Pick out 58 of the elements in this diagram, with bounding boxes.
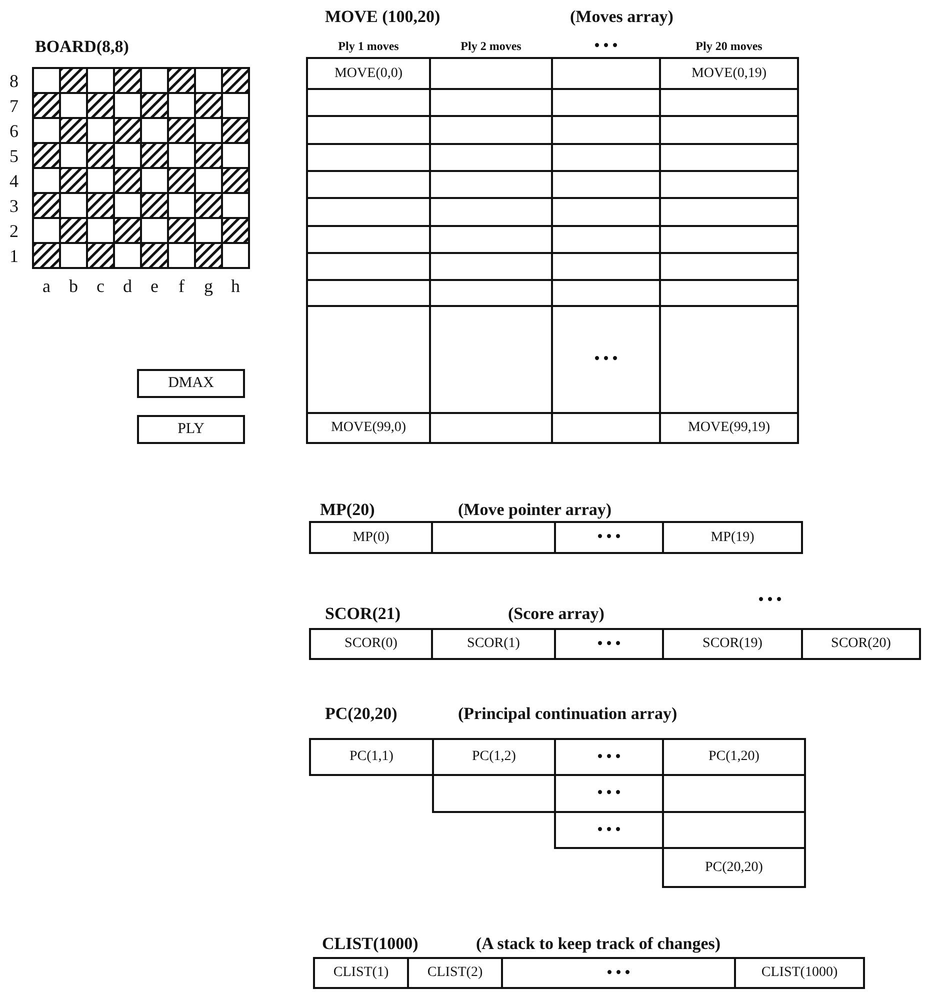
array-description: (Moves array) [570,8,674,24]
cell-text: CLIST(2) [427,966,483,980]
cell-text: PC(1,1) [350,750,394,764]
file-label: b [69,276,78,294]
file-label: c [96,276,104,294]
array-description: (Score array) [508,604,604,622]
cell-text: SCOR(19) [702,637,762,651]
rank-label: 2 [10,222,18,240]
array-title: CLIST(1000) [322,934,418,952]
file-label: f [178,276,184,294]
ellipsis: • • • [606,966,630,980]
cell-text: SCOR(1) [467,637,520,651]
variable-box: DMAX [137,369,245,398]
cell-text: MP(0) [352,530,390,544]
cell-text: SCOR(0) [344,637,398,651]
file-label: h [231,276,240,294]
file-label: d [123,276,132,294]
cell-text: CLIST(1) [333,966,389,980]
rank-label: 6 [10,122,18,140]
array-title: MOVE (100,20) [325,8,440,24]
array-description: (Principal continuation array) [458,704,678,722]
rank-label: 5 [10,146,18,164]
file-label: g [204,276,213,294]
cell-text: MOVE(0,0) [334,66,403,80]
cell-text: MOVE(0,19) [691,66,767,80]
ellipsis: • • • [597,822,621,838]
array-description: (Move pointer array) [458,500,612,518]
array-title: PC(20,20) [325,704,398,722]
cell-text: MOVE(99,0) [330,421,406,435]
ellipsis: • • • [597,786,621,801]
rank-label: 4 [10,172,18,190]
rank-label: 7 [10,96,18,114]
variable-box: PLY [137,415,245,444]
ellipsis: • • • [597,750,621,764]
ellipsis: • • • [597,636,621,652]
column-header: Ply 20 moves [696,40,762,52]
cell-text: MOVE(99,19) [688,421,770,435]
ellipsis: • • • [758,592,782,608]
file-label: a [42,276,50,294]
cell-text: PC(20,20) [705,860,763,874]
column-header: Ply 2 moves [460,40,522,52]
cell-text: CLIST(1000) [761,966,838,980]
rank-label: 8 [10,72,18,90]
cell-text: PC(1,20) [708,750,760,764]
rank-label: 1 [10,246,18,264]
ellipsis: • • • [594,352,618,367]
array-title: SCOR(21) [325,604,401,622]
cell-text: PC(1,2) [472,750,516,764]
ellipsis: • • • [594,38,618,54]
file-label: e [150,276,158,294]
ellipsis: • • • [597,530,621,545]
rank-label: 3 [10,196,18,214]
cell-text: MP(19) [710,530,754,544]
array-title: MP(20) [320,500,375,518]
array-description: (A stack to keep track of changes) [476,934,721,952]
cell-text: SCOR(20) [831,637,891,651]
column-header: Ply 1 moves [338,40,399,52]
array-title: BOARD(8,8) [35,38,129,54]
